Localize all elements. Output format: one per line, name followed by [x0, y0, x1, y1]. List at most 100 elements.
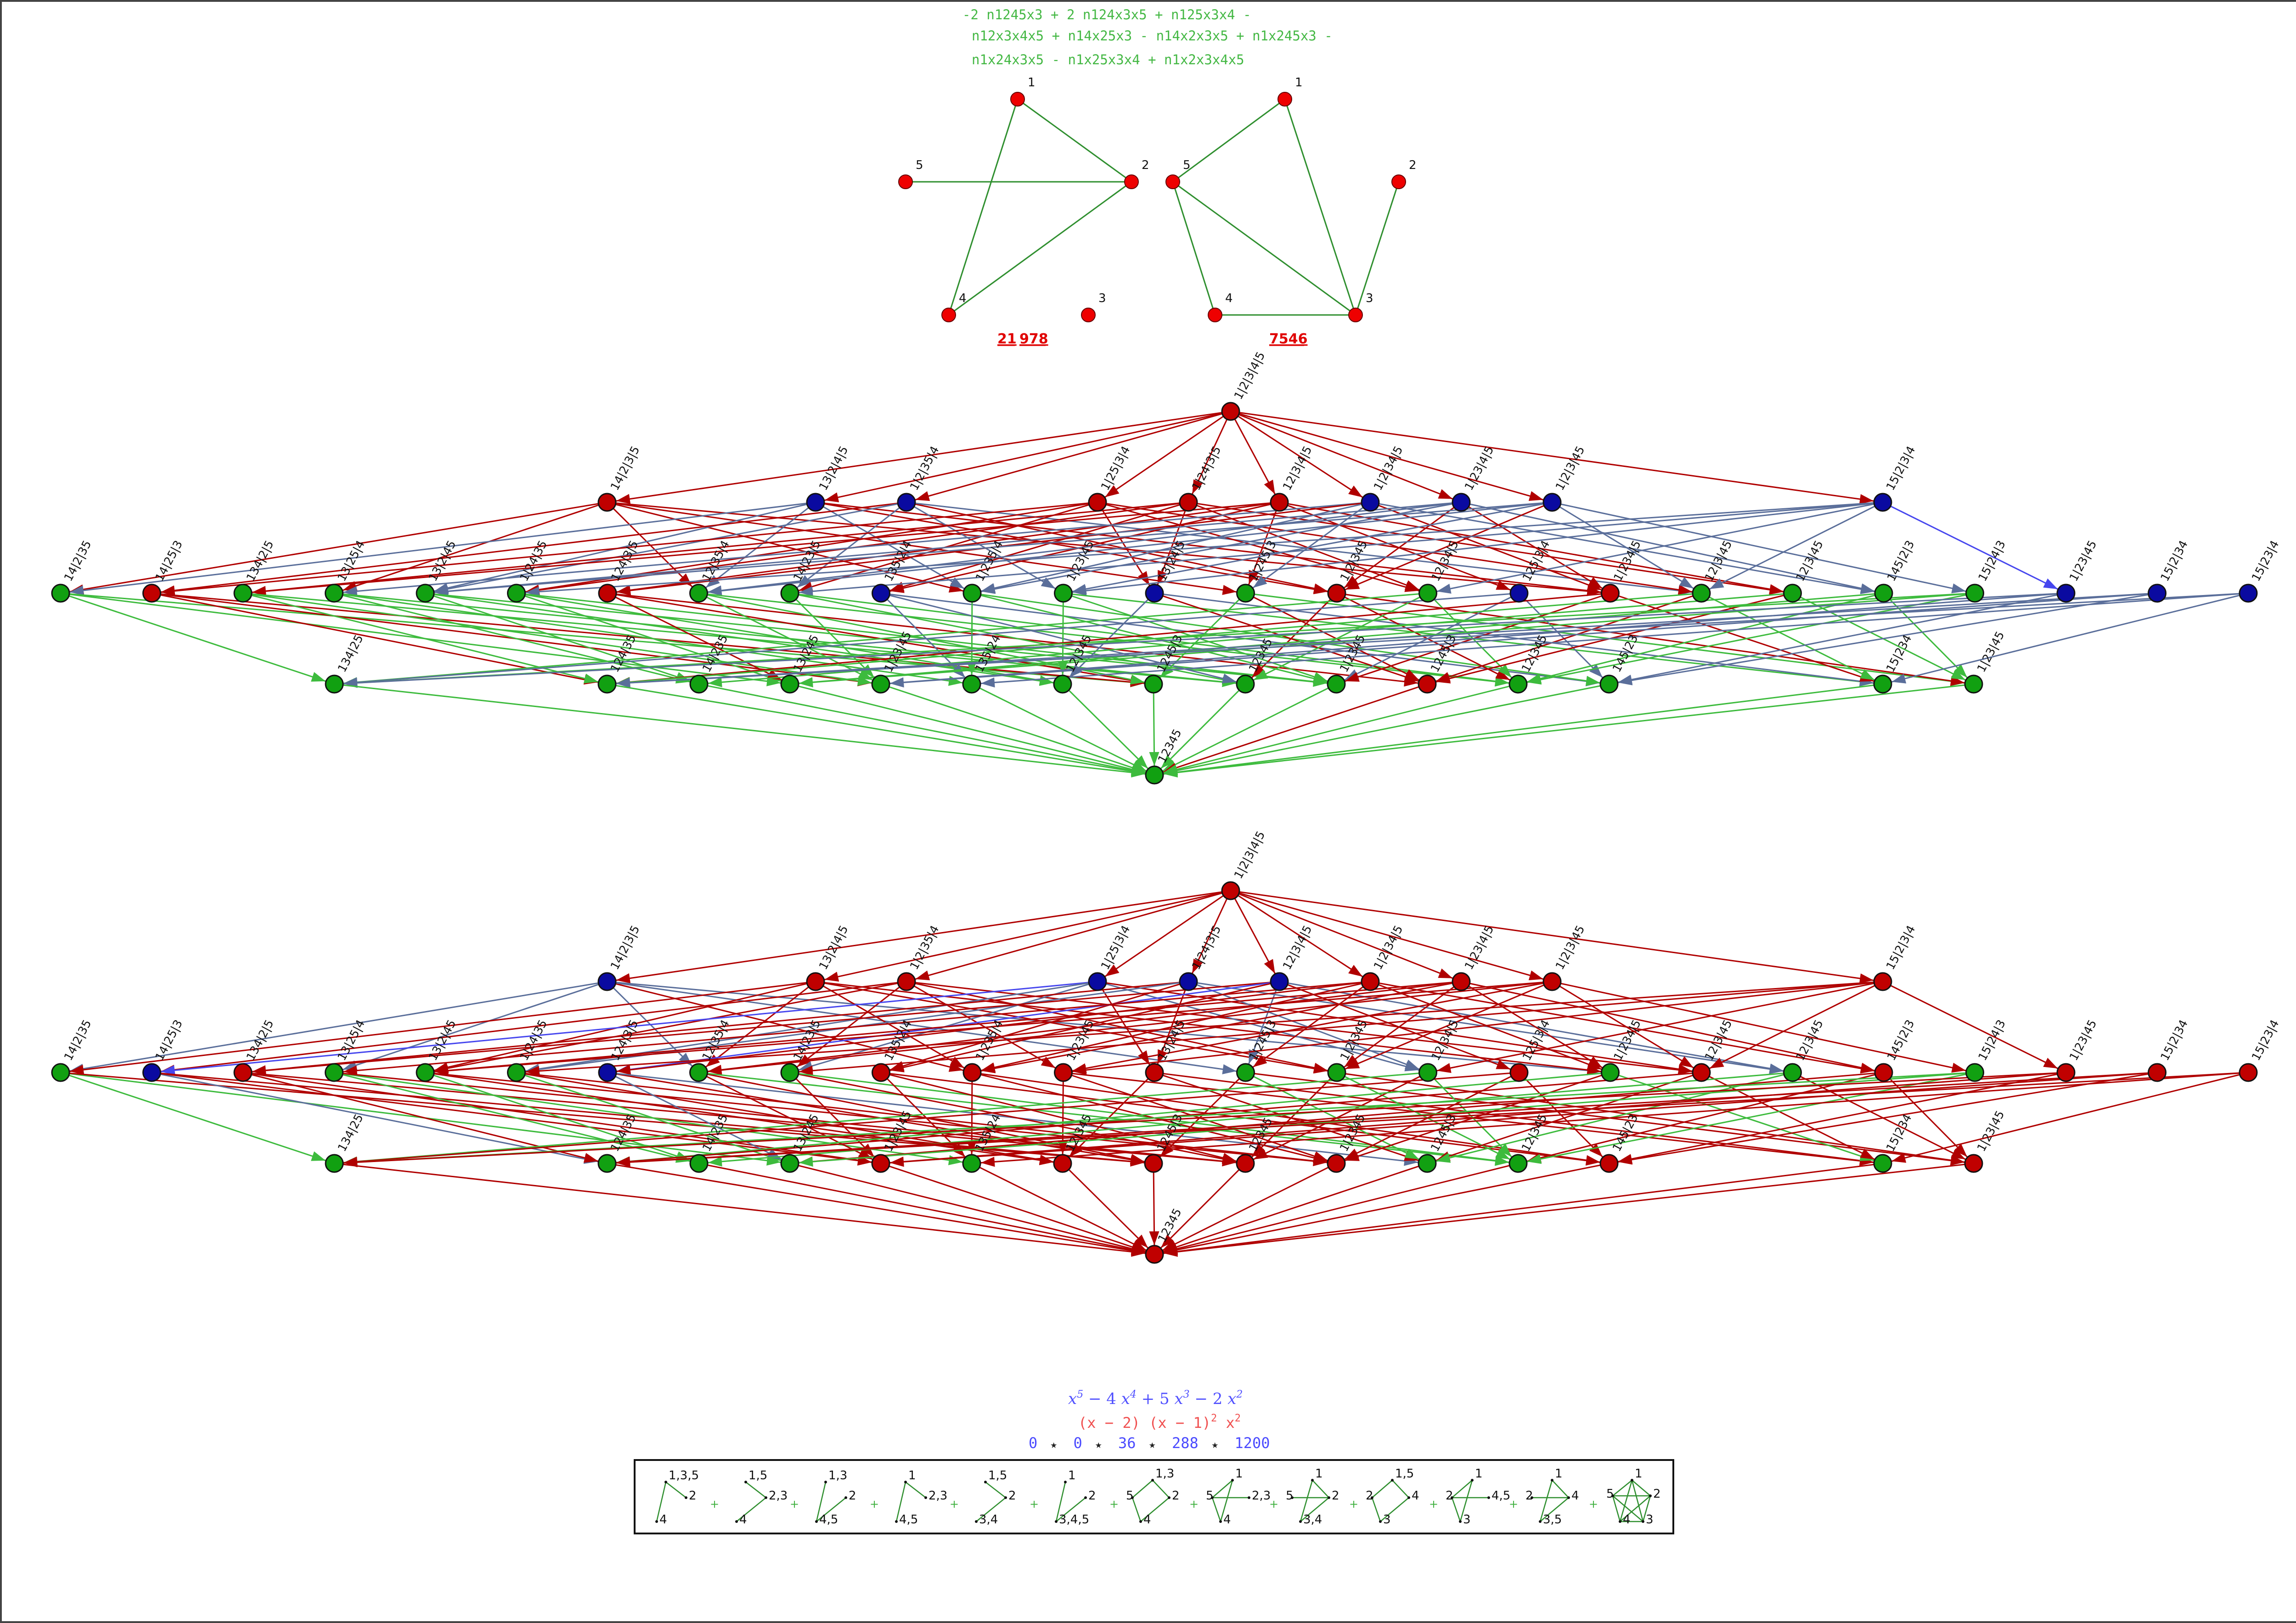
lattice-edge — [1527, 592, 1884, 683]
lattice-node-red — [872, 1063, 890, 1082]
graph-code: 978 — [1019, 331, 1048, 347]
lattice-edge — [972, 1072, 1328, 1162]
lattice-edge — [981, 501, 1371, 592]
lattice-node-red — [1542, 972, 1562, 991]
lattice-edge — [434, 501, 907, 592]
lattice-arrowhead — [1130, 1154, 1145, 1164]
lattice-edge — [343, 592, 1519, 684]
lattice-node-green — [689, 674, 709, 694]
small-graph-label: 2 — [689, 1489, 697, 1503]
lattice-edge — [252, 981, 1280, 1073]
lattice-edge — [1163, 683, 1428, 773]
lattice-edge — [242, 592, 872, 684]
lattice-arrowhead — [1160, 664, 1174, 678]
lattice-node-red — [598, 584, 617, 603]
graph-edge — [1172, 98, 1285, 183]
lattice-node-label: 12345 — [1155, 1206, 1184, 1245]
lattice-node-red — [1361, 972, 1380, 991]
graph-code: 21 — [997, 331, 1017, 347]
lattice-edge — [1192, 411, 1232, 494]
lattice-edge — [616, 890, 1231, 981]
lattice-edge — [880, 1162, 1146, 1252]
sum-plus: + — [1509, 1498, 1518, 1511]
vertex-label: 5 — [916, 158, 923, 172]
lattice-node-blue — [897, 493, 916, 512]
small-graph-label: 1 — [1555, 1467, 1563, 1481]
small-graph-edge — [1056, 1497, 1086, 1522]
lattice-node-label: 15|24|3 — [1975, 1017, 2008, 1063]
lattice-edge — [1097, 501, 1419, 592]
small-graph-label: 3 — [1463, 1513, 1471, 1527]
lattice-edge — [161, 501, 907, 593]
lattice-arrowhead — [1859, 494, 1874, 504]
small-graph-label: 1 — [1475, 1467, 1483, 1481]
lattice-arrowhead — [616, 1157, 630, 1168]
lattice-node-green — [689, 584, 708, 603]
small-graph-edge — [985, 1482, 1006, 1498]
lattice-node-red — [1418, 674, 1437, 694]
lattice-arrowhead — [1954, 664, 1967, 678]
lattice-node-label: 15|24|3 — [1975, 538, 2008, 584]
lattice-edge — [880, 683, 1146, 773]
graph-vertex — [1165, 174, 1180, 189]
small-graph-label: 3 — [1646, 1513, 1654, 1527]
lattice-arrowhead — [1437, 584, 1452, 594]
lattice-node-red — [1179, 493, 1198, 512]
lattice-arrowhead — [1438, 489, 1453, 499]
small-graph-vertex — [1168, 1496, 1171, 1499]
lattice-arrowhead — [616, 973, 631, 983]
graph-vertex — [1010, 92, 1025, 107]
lattice-node-green — [1508, 1154, 1528, 1173]
lattice-arrowhead — [706, 1054, 720, 1067]
lattice-edge — [1252, 981, 1371, 1068]
lattice-edge — [1157, 502, 1189, 585]
lattice-arrowhead — [1496, 580, 1511, 590]
lattice-edge — [1279, 501, 1511, 591]
lattice-edge — [1163, 683, 1883, 775]
small-graph-vertex — [1531, 1496, 1533, 1499]
lattice-edge — [972, 592, 1328, 683]
polynomial-line-3: n1x24x3x5 - n1x25x3x4 + n1x2x3x4x5 — [972, 52, 1244, 67]
small-graph-vertex — [1539, 1520, 1542, 1523]
lattice-arrowhead — [1192, 479, 1203, 494]
lattice-edge — [1891, 1072, 2249, 1162]
lattice-edge — [607, 981, 1237, 1072]
lattice-node-label: 15|234 — [1884, 1112, 1914, 1154]
lattice-edge — [1097, 981, 1693, 1072]
small-graph-vertex — [1064, 1481, 1067, 1483]
lattice-edge — [1072, 501, 1553, 592]
small-graph-vertex — [1084, 1496, 1087, 1499]
lattice-edge — [1345, 981, 1553, 1070]
small-graph-vertex — [1151, 1479, 1154, 1482]
lattice-node-green — [962, 1154, 981, 1173]
lattice-edge — [1069, 592, 1155, 678]
lattice-edge — [1160, 683, 1246, 769]
small-graph-vertex — [1611, 1494, 1614, 1497]
lattice-edge — [1461, 981, 1875, 1072]
lattice-arrowhead — [1345, 672, 1360, 682]
lattice-edge — [434, 981, 816, 1071]
small-graph-edge — [1371, 1497, 1381, 1522]
lattice-node-label: 15|23|4 — [2249, 538, 2282, 584]
lattice-node-label: 1|2|35|4 — [907, 444, 942, 493]
lattice-edge — [1230, 890, 1453, 979]
lattice-node-green — [1145, 765, 1164, 785]
small-graph-label: 1 — [1635, 1467, 1643, 1481]
lattice-arrowhead — [1954, 1143, 1967, 1157]
lattice-edge — [1344, 1072, 1519, 1160]
lattice-node-red — [897, 972, 916, 991]
lattice-arrowhead — [343, 586, 358, 596]
lattice-node-green — [780, 1063, 799, 1082]
small-graph-vertex — [904, 1481, 907, 1483]
lattice-arrowhead — [1313, 583, 1328, 594]
lattice-edge — [1192, 890, 1232, 974]
small-graph: 1,3,524 — [655, 1469, 699, 1527]
lattice-arrowhead — [1348, 965, 1363, 977]
polynomial-line-1: -2 n1245x3 + 2 n124x3x5 + n125x3x4 - — [962, 7, 1251, 22]
lattice-edge — [425, 1072, 1054, 1163]
lattice-node-red — [233, 1063, 253, 1082]
lattice-edge — [525, 501, 1883, 594]
